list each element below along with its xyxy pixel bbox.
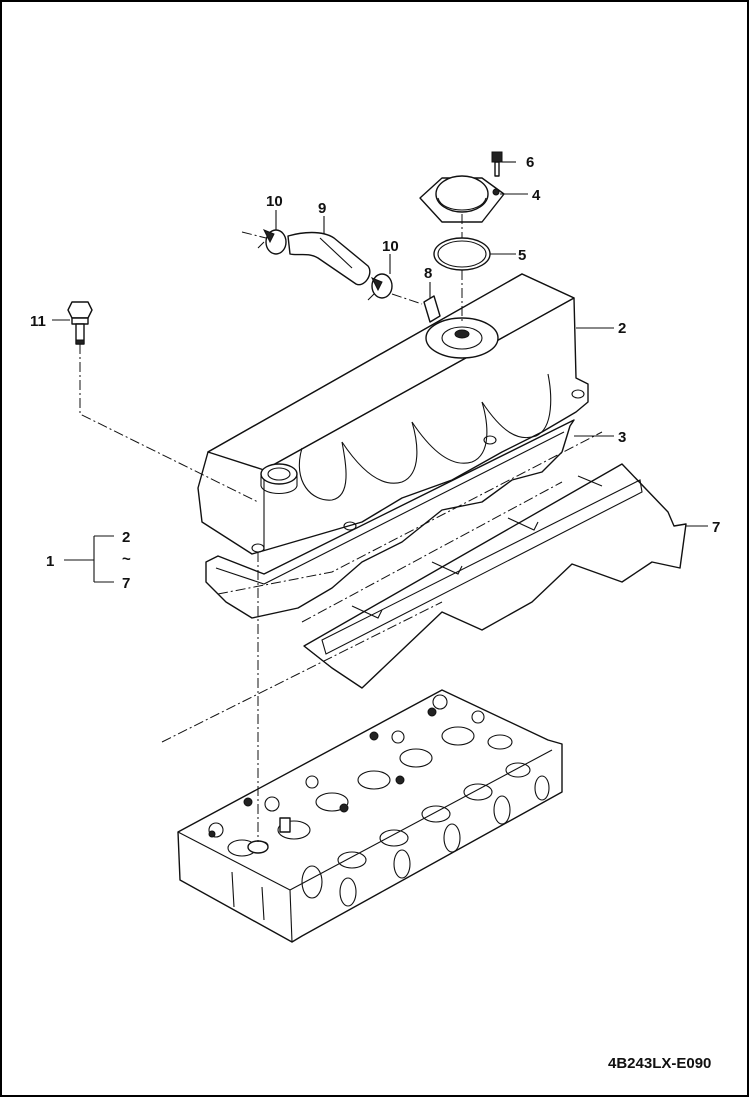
- callout-3: 3: [618, 429, 626, 446]
- callout-labels: 6 4 5 2 3 7 8 9 10 10 11 1 2 ~ 7: [30, 154, 720, 592]
- callout-6: 6: [526, 154, 534, 171]
- breather-cap-part-4: [419, 175, 505, 223]
- callout-9: 9: [318, 200, 326, 217]
- hose-clamp-part-10-left: [257, 229, 287, 255]
- leader-lines: [52, 161, 708, 583]
- callout-4: 4: [532, 187, 541, 204]
- hose-part-9: [287, 231, 371, 286]
- gasket-part-3: [205, 419, 575, 619]
- hose-clamp-part-10-right: [367, 273, 393, 301]
- group-tilde: ~: [122, 551, 131, 568]
- assembly-centerlines: [79, 214, 603, 842]
- cylinder-head: [177, 689, 563, 943]
- callout-1: 1: [46, 553, 54, 570]
- callout-11: 11: [30, 313, 46, 330]
- o-ring-part-5: [433, 237, 491, 271]
- callout-7: 7: [712, 519, 720, 536]
- callout-10-left: 10: [266, 193, 283, 210]
- callout-5: 5: [518, 247, 526, 264]
- bolt-part-6: [491, 151, 503, 177]
- bolt-part-11: [67, 301, 93, 345]
- valve-cover-part-2: [197, 273, 589, 555]
- callout-8: 8: [424, 265, 432, 282]
- callout-10-right: 10: [382, 238, 399, 255]
- callout-2: 2: [618, 320, 626, 337]
- group-start-2: 2: [122, 529, 130, 546]
- nipple-part-8: [423, 295, 441, 323]
- group-end-7: 7: [122, 575, 130, 592]
- gasket-part-7: [303, 463, 687, 689]
- drawing-code: 4B243LX-E090: [608, 1055, 711, 1072]
